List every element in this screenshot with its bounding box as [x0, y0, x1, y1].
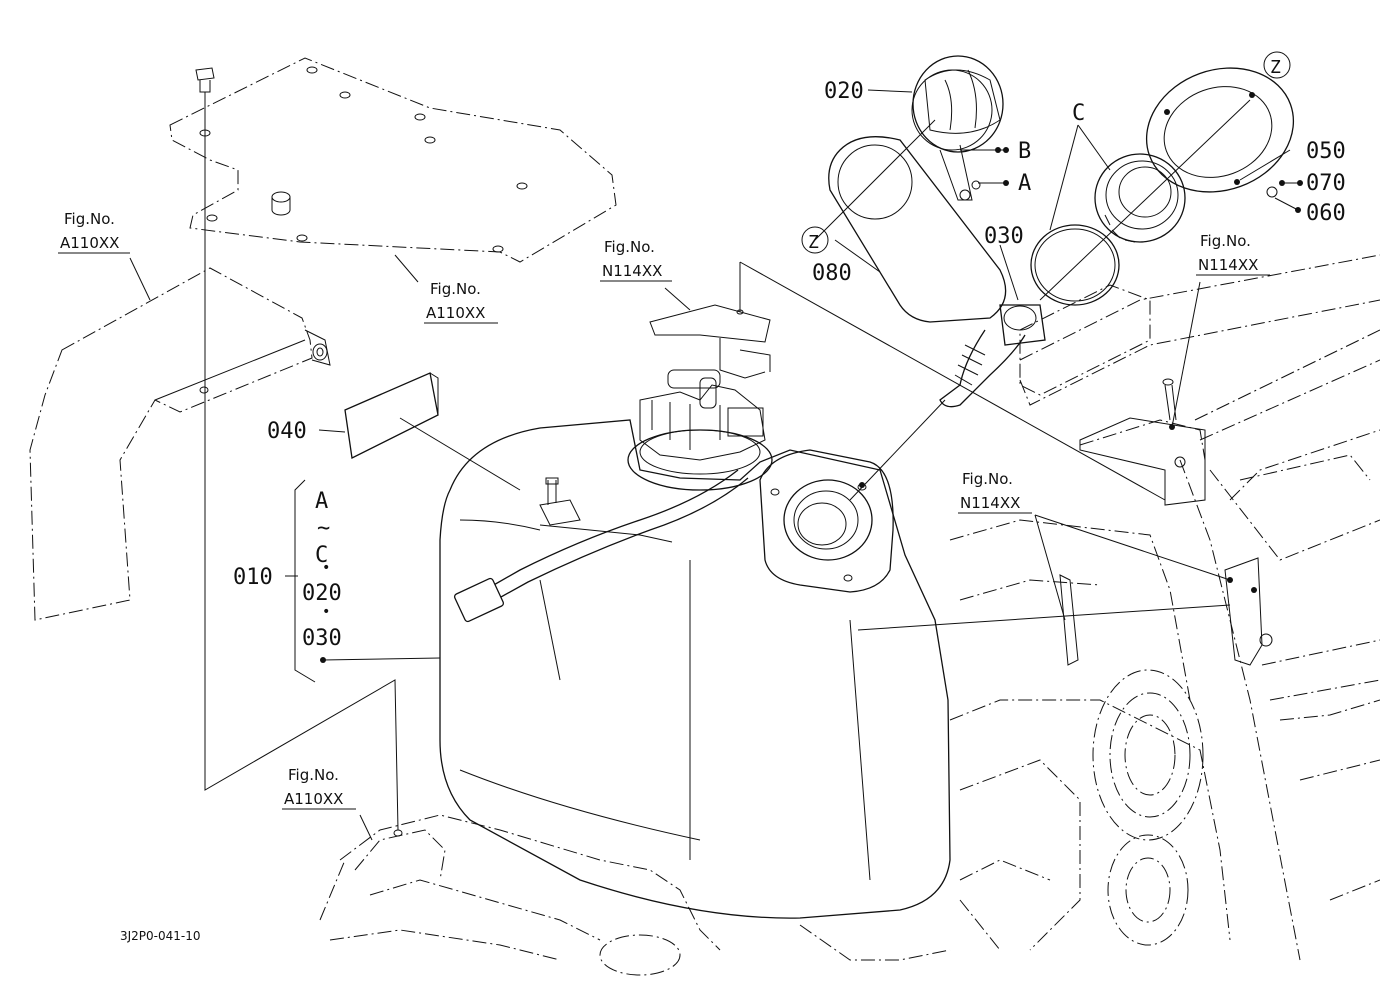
part-label-080: 080 — [812, 261, 852, 286]
z-marker-circle — [1263, 51, 1291, 79]
fig-ref-n114-mid: N114XX — [960, 494, 1020, 512]
marker-b: B — [1018, 139, 1031, 164]
ring-plate-050 — [1145, 67, 1295, 193]
fig-ref-n114-top: N114XX — [602, 262, 662, 280]
fig-ref-a110-bottom: A110XX — [284, 790, 343, 808]
marker-c: C — [1072, 101, 1085, 126]
fig-ref-n114-right: N114XX — [1198, 256, 1258, 274]
marker-z-mid: Z — [808, 232, 819, 253]
label-080 — [814, 119, 1007, 323]
group-010-tilde: ~ — [317, 516, 330, 541]
left-side-cover — [29, 267, 331, 621]
group-010-dot1: • — [322, 560, 330, 576]
fig-ref-prefix: Fig.No. — [962, 470, 1013, 488]
part-label-020: 020 — [824, 79, 864, 104]
pad-040 — [344, 372, 521, 491]
group-010-from: A — [315, 489, 328, 514]
fig-ref-prefix: Fig.No. — [604, 238, 655, 256]
part-label-010: 010 — [233, 565, 273, 590]
marker-a: A — [1018, 171, 1031, 196]
part-label-050: 050 — [1306, 139, 1346, 164]
part-label-060: 060 — [1306, 201, 1346, 226]
group-010-item1: 020 — [302, 581, 342, 606]
group-010-to: C — [315, 543, 328, 568]
group-bracket — [294, 479, 316, 683]
group-010-item2: 030 — [302, 626, 342, 651]
mid-bracket — [649, 261, 1166, 501]
top-cover-plate — [169, 57, 617, 263]
strainer-030 — [849, 304, 1046, 501]
screw-icons — [971, 147, 1285, 198]
part-label-040: 040 — [267, 419, 307, 444]
frame-structure — [949, 254, 1380, 961]
part-label-030: 030 — [984, 224, 1024, 249]
leader-dots — [320, 147, 1303, 663]
fig-ref-a110-plate: A110XX — [426, 304, 485, 322]
gasket-rings-c — [1030, 99, 1251, 306]
part-label-070: 070 — [1306, 171, 1346, 196]
fuel-cap-020 — [911, 55, 1004, 201]
fig-ref-prefix: Fig.No. — [64, 210, 115, 228]
fig-ref-prefix: Fig.No. — [430, 280, 481, 298]
fig-ref-prefix: Fig.No. — [1200, 232, 1251, 250]
bottom-frame — [319, 814, 1001, 976]
fig-ref-prefix: Fig.No. — [288, 766, 339, 784]
fig-ref-a110-left: A110XX — [60, 234, 119, 252]
leader-lines — [129, 89, 1300, 841]
group-010-dot2: • — [322, 604, 330, 620]
fuel-tank-010 — [439, 369, 951, 919]
diagram-code: 3J2P0-041-10 — [120, 929, 201, 943]
leader-line — [204, 133, 399, 831]
z-marker-circle — [801, 226, 829, 254]
marker-z-top: Z — [1270, 57, 1281, 78]
bolt-icon — [195, 67, 215, 133]
